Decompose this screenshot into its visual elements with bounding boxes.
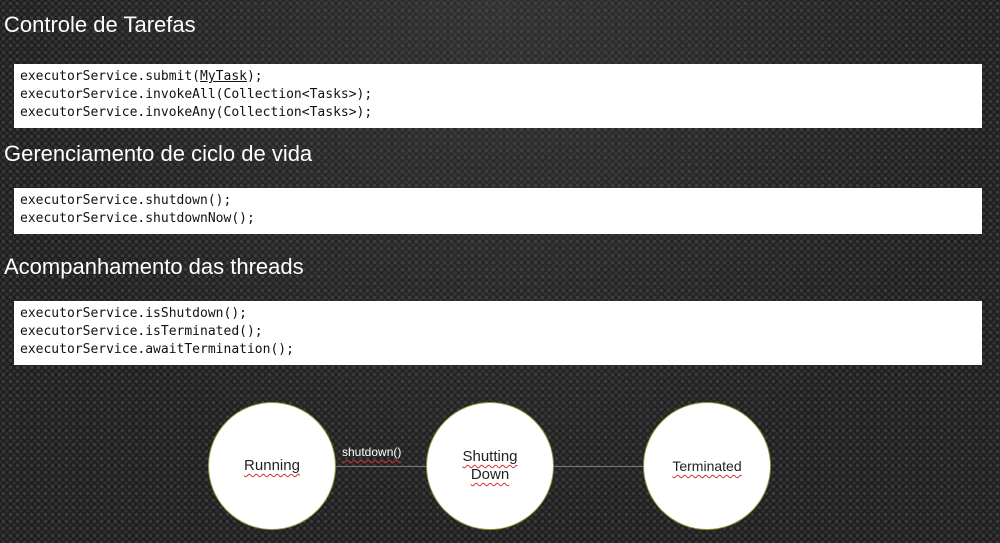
state-running-label: Running: [244, 457, 300, 474]
code-line-shutdownnow: executorService.shutdownNow();: [20, 211, 255, 226]
heading-task-control: Controle de Tarefas: [4, 12, 196, 37]
transition-label-shutdown: shutdown(): [342, 445, 402, 459]
state-shutting-line1: Shutting: [462, 448, 518, 465]
connector-shutting-terminated: [553, 466, 644, 467]
code-text: executorService.submit(: [20, 69, 201, 84]
heading-thread-tracking: Acompanhamento das threads: [4, 254, 304, 279]
code-text-mytask: MyTask: [200, 69, 247, 84]
state-shutting-down: Shutting Down: [426, 402, 554, 530]
code-block-thread-tracking: executorService.isShutdown(); executorSe…: [14, 301, 982, 365]
state-shutting-line2: Down: [470, 466, 510, 483]
connector-running-shutting: [336, 466, 427, 467]
code-line-submit: executorService.submit(MyTask);: [20, 68, 976, 86]
code-line-isshutdown: executorService.isShutdown();: [20, 306, 247, 321]
state-shutting-down-label: Shutting Down: [462, 448, 517, 484]
code-line-awaittermination: executorService.awaitTermination();: [20, 342, 294, 357]
code-line-invokeany: executorService.invokeAny(Collection<Tas…: [20, 105, 373, 120]
code-block-lifecycle: executorService.shutdown(); executorServ…: [14, 188, 982, 234]
heading-lifecycle: Gerenciamento de ciclo de vida: [4, 141, 313, 166]
code-text: );: [246, 69, 263, 84]
code-line-shutdown: executorService.shutdown();: [20, 193, 232, 208]
code-block-task-control: executorService.submit(MyTask); executor…: [14, 64, 982, 128]
code-line-invokeall: executorService.invokeAll(Collection<Tas…: [20, 87, 373, 102]
state-running: Running: [208, 402, 336, 530]
state-terminated-label: Terminated: [672, 458, 742, 474]
code-line-isterminated: executorService.isTerminated();: [20, 324, 263, 339]
state-terminated: Terminated: [643, 402, 771, 530]
